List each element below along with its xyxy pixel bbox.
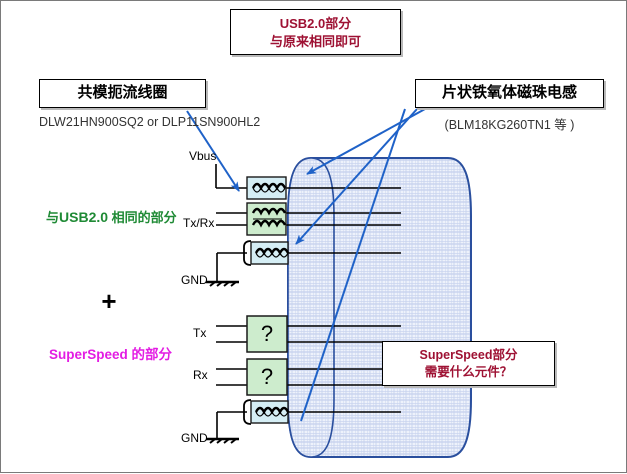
unknown-component-tx — [246, 315, 288, 353]
callout-usb20-line1: USB2.0部分 — [279, 16, 352, 31]
unknown-marker-tx: ? — [260, 321, 274, 346]
label-usb20-section: 与USB2.0 相同的部分 — [46, 207, 177, 228]
signal-label-tx: Tx — [193, 326, 207, 340]
ferrite-part-1: (BLM18KG260TN1 等 ) — [444, 118, 575, 132]
label-usb20-prefix: 与 — [46, 210, 60, 225]
callout-superspeed-question: SuperSpeed部分 需要什么元件？ — [382, 341, 555, 386]
callout-ferrite-label: 片状铁氧体磁珠电感 — [441, 84, 577, 101]
signal-label-txrx: Tx/Rx — [183, 216, 215, 230]
callout-common-mode-choke: 共模扼流线圈 — [39, 79, 206, 108]
choke-part-numbers: DLW21HN900SQ2 or DLP11SN900HL2 — [39, 113, 260, 132]
callout-usb20-line2: 与原来相同即可 — [269, 33, 361, 49]
choke-part-or: or — [147, 115, 159, 129]
choke-coil-vbus — [246, 176, 287, 200]
choke-coil-txrx — [246, 202, 287, 236]
callout-ss-line1: SuperSpeed部分 — [419, 348, 518, 362]
callout-ss-line2: 需要什么元件？ — [424, 364, 513, 379]
label-ss-line2: 的部分 — [131, 347, 173, 362]
unknown-marker-rx: ? — [260, 364, 274, 389]
ground-symbol-top — [206, 280, 239, 287]
callout-choke-label: 共模扼流线圈 — [77, 84, 168, 101]
label-plus-operator: + — [101, 286, 117, 316]
label-ss-line1: SuperSpeed — [48, 347, 128, 362]
unknown-component-rx — [246, 358, 288, 396]
label-superspeed-section: SuperSpeed 的部分 — [43, 345, 178, 365]
choke-part-2: DLP11SN900HL2 — [161, 115, 261, 129]
label-usb20-strong: USB2.0 — [59, 209, 109, 225]
label-usb20-line2: 相同的部分 — [111, 210, 177, 225]
choke-part-1: DLW21HN900SQ2 — [39, 115, 144, 129]
callout-ferrite-bead: 片状铁氧体磁珠电感 — [415, 79, 604, 108]
choke-coil-gnd-top — [243, 240, 290, 266]
signal-lines — [215, 164, 401, 439]
signal-label-gnd-top: GND — [181, 273, 208, 287]
ground-symbol-bottom — [206, 437, 239, 444]
ferrite-part-numbers: (BLM18KG260TN1 等 ) — [415, 114, 604, 133]
pointer-arrows — [186, 108, 426, 422]
callout-usb20: USB2.0部分 与原来相同即可 — [230, 9, 401, 55]
signal-label-vbus: Vbus — [189, 149, 217, 163]
choke-coil-gnd-bottom — [243, 399, 290, 425]
signal-label-rx: Rx — [193, 368, 208, 382]
signal-label-gnd-bottom: GND — [181, 431, 208, 445]
